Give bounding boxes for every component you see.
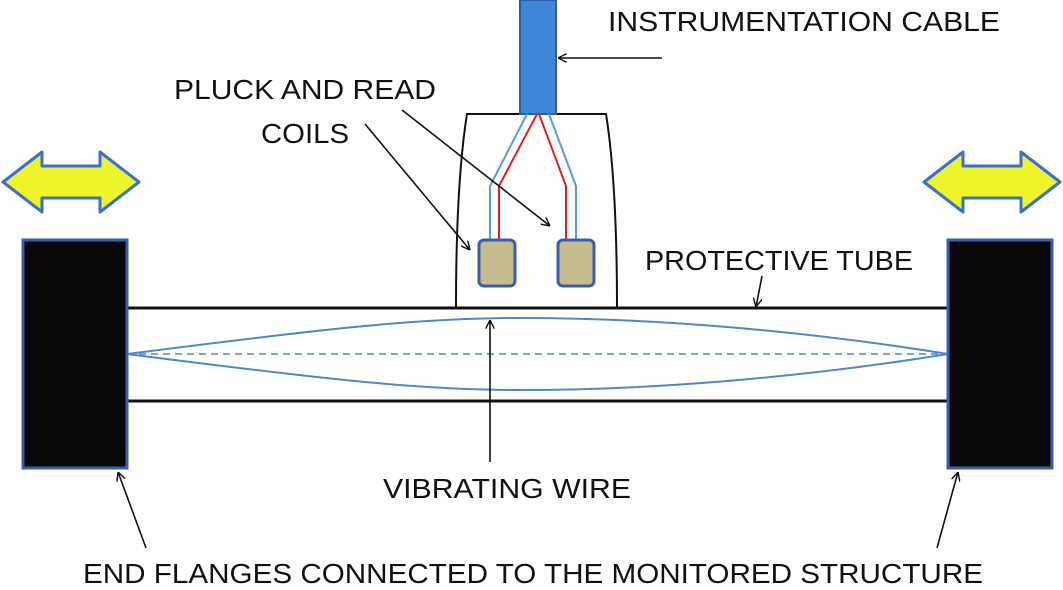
right-flange-leader-arrow xyxy=(936,472,958,549)
double-arrow-icon xyxy=(1,150,141,214)
end-flanges-label: END FLANGES CONNECTED TO THE MONITORED S… xyxy=(83,558,983,589)
read-coil xyxy=(556,238,596,288)
pluck-read-coils-label-line1: PLUCK AND READ xyxy=(174,74,436,105)
pluck-coil xyxy=(477,238,517,288)
tube-leader-arrow xyxy=(756,275,763,307)
vibrating-wire-label: VIBRATING WIRE xyxy=(383,473,631,504)
coil-leader-arrow-left xyxy=(364,123,470,250)
right-end-flange xyxy=(946,238,1054,470)
leader-arrows xyxy=(118,58,958,549)
left-end-flange xyxy=(21,238,129,470)
instrumentation-cable xyxy=(519,0,557,115)
coil-leader-arrow-right xyxy=(401,109,550,226)
instrumentation-cable-label: INSTRUMENTATION CABLE xyxy=(608,6,1000,37)
pluck-read-coils-label-line2: COILS xyxy=(261,118,349,149)
protective-tube-label: PROTECTIVE TUBE xyxy=(645,245,913,276)
left-flange-leader-arrow xyxy=(118,472,147,549)
double-arrow-icon xyxy=(922,150,1062,214)
